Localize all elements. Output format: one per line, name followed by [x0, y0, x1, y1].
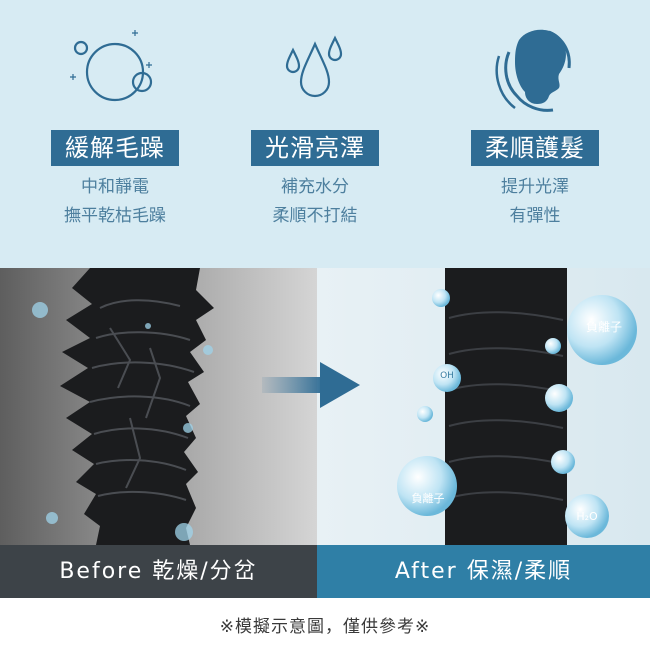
feature-line: 柔順不打結 [272, 206, 358, 226]
bubbles-icon [55, 22, 175, 116]
negative-ion-bubble-label: 負離子 [411, 492, 445, 505]
feature-title: 柔順護髮 [471, 130, 599, 166]
before-after-comparison: 負離子 負離子 H₂O OH Before 乾燥/分岔 After 保濕/柔順 [0, 268, 650, 598]
hydroxide-bubble-label: OH [440, 371, 454, 381]
feature-line: 中和靜電 [81, 177, 149, 197]
feature-care: 柔順護髮 提升光澤 有彈性 [435, 0, 635, 268]
negative-ion-bubble-label: 負離子 [585, 320, 622, 334]
damaged-hair-strand [60, 268, 214, 545]
feature-line: 撫平乾枯毛躁 [64, 206, 166, 226]
feature-title: 緩解毛躁 [51, 130, 179, 166]
arrow-right-icon [262, 362, 360, 412]
disclaimer-footnote: ※模擬示意圖，僅供參考※ [219, 617, 431, 637]
feature-line: 提升光澤 [501, 177, 569, 197]
before-caption-text: Before 乾燥/分岔 [59, 559, 258, 584]
water-drops-icon [275, 22, 355, 116]
feature-title: 光滑亮澤 [251, 130, 379, 166]
after-image: 負離子 負離子 H₂O OH [317, 268, 650, 598]
after-caption-text: After 保濕/柔順 [394, 559, 573, 584]
before-caption: Before 乾燥/分岔 [0, 545, 317, 598]
woman-profile-icon [485, 22, 585, 121]
features-section: 緩解毛躁 中和靜電 撫平乾枯毛躁 光滑亮澤 補充水分 柔順不打結 [0, 0, 650, 268]
feature-line: 補充水分 [281, 177, 349, 197]
after-caption: After 保濕/柔順 [317, 545, 650, 598]
before-image [0, 268, 317, 598]
feature-line: 有彈性 [509, 206, 561, 226]
feature-smooth: 光滑亮澤 補充水分 柔順不打結 [215, 0, 415, 268]
water-bubble-label: H₂O [576, 510, 598, 523]
feature-frizz: 緩解毛躁 中和靜電 撫平乾枯毛躁 [15, 0, 215, 268]
